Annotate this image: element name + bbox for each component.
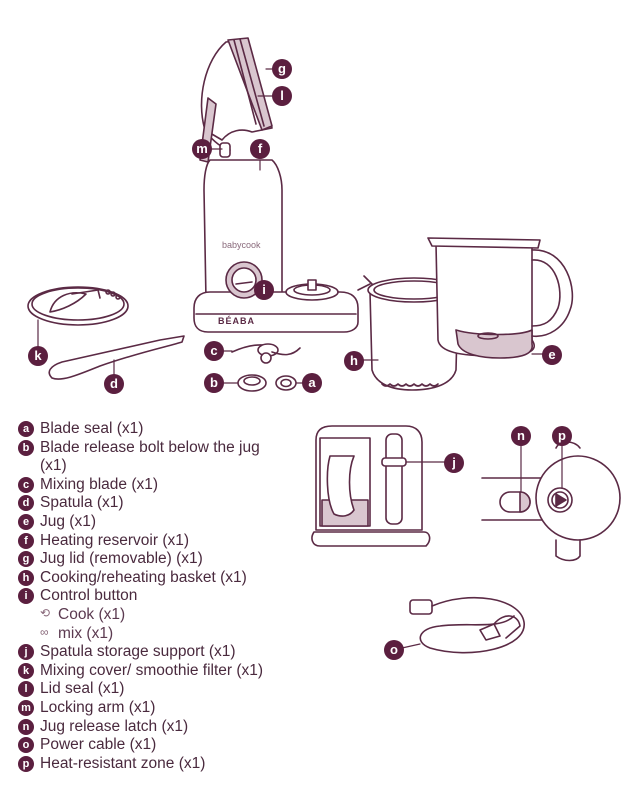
- legend-item-b: b Blade release bolt below the jug: [18, 439, 318, 458]
- spatula-drawing: [48, 335, 185, 380]
- legend-item-m: m Locking arm (x1): [18, 699, 318, 718]
- legend-badge: p: [18, 755, 34, 772]
- legend-item-i: i Control button: [18, 587, 318, 606]
- legend-item-o: o Power cable (x1): [18, 736, 318, 755]
- legend-item-a: a Blade seal (x1): [18, 420, 318, 439]
- blade-seal-drawing: [275, 375, 297, 391]
- legend-badge: c: [18, 476, 34, 493]
- legend-badge: m: [18, 699, 34, 716]
- legend-badge: k: [18, 662, 34, 679]
- callout-e: e: [542, 345, 562, 365]
- legend-badge: a: [18, 421, 34, 437]
- callout-o: o: [384, 640, 404, 660]
- basket-drawing: [357, 275, 461, 391]
- callout-m: m: [192, 139, 212, 159]
- legend-label: Cook (x1): [58, 605, 126, 623]
- legend-label: Jug lid (removable) (x1): [40, 550, 203, 568]
- legend-badge: n: [18, 718, 34, 735]
- cook-steam-icon: ⟲: [40, 605, 51, 620]
- parts-legend: a Blade seal (x1) b Blade release bolt bel…: [18, 420, 318, 773]
- callout-n: n: [511, 426, 531, 446]
- legend-item-d: d Spatula (x1): [18, 494, 318, 513]
- legend-badge: e: [18, 513, 34, 530]
- legend-item-l: l Lid seal (x1): [18, 680, 318, 699]
- callout-p: p: [552, 426, 572, 446]
- callout-d: d: [104, 374, 124, 394]
- callout-g: g: [272, 59, 292, 79]
- mixing-cover-drawing: [27, 286, 129, 326]
- callout-l: l: [272, 86, 292, 106]
- legend-badge: g: [18, 551, 34, 568]
- release-bolt-drawing: [237, 374, 267, 392]
- power-cable-drawing: [409, 596, 525, 654]
- legend-badge: d: [18, 495, 34, 512]
- legend-subitem-mix: ∞ mix (x1): [18, 625, 318, 644]
- legend-item-g: g Jug lid (removable) (x1): [18, 550, 318, 569]
- legend-badge: i: [18, 588, 34, 605]
- legend-label: Cooking/reheating basket (x1): [40, 568, 247, 586]
- callout-a: a: [302, 373, 322, 393]
- legend-label: Mixing cover/ smoothie filter (x1): [40, 661, 264, 679]
- callout-b: b: [204, 373, 224, 393]
- legend-label: Lid seal (x1): [40, 680, 125, 698]
- legend-label: Spatula storage support (x1): [40, 643, 236, 661]
- legend-item-p: p Heat-resistant zone (x1): [18, 755, 318, 774]
- callout-k: k: [28, 346, 48, 366]
- legend-item-k: k Mixing cover/ smoothie filter (x1): [18, 662, 318, 681]
- legend-item-j: j Spatula storage support (x1): [18, 643, 318, 662]
- legend-badge: j: [18, 644, 34, 661]
- jug-drawing: [427, 237, 574, 359]
- mix-blade-icon: ∞: [40, 624, 49, 639]
- legend-badge: b: [18, 439, 34, 456]
- callout-h: h: [344, 351, 364, 371]
- legend-item-n: n Jug release latch (x1): [18, 718, 318, 737]
- legend-item-f: f Heating reservoir (x1): [18, 532, 318, 551]
- legend-label: Blade seal (x1): [40, 420, 144, 437]
- legend-label: Mixing blade (x1): [40, 475, 159, 493]
- legend-label: Heating reservoir (x1): [40, 531, 190, 549]
- callout-j: j: [444, 453, 464, 473]
- brand-label: babycook: [222, 240, 261, 250]
- legend-item-b-cont: (x1): [18, 457, 318, 476]
- base-unit-drawing: [193, 159, 359, 333]
- legend-item-e: e Jug (x1): [18, 513, 318, 532]
- legend-badge: f: [18, 532, 34, 549]
- callout-f: f: [250, 139, 270, 159]
- mixing-blade-drawing: [231, 343, 301, 364]
- legend-label: Power cable (x1): [40, 736, 157, 754]
- assembled-unit-drawing: [311, 425, 431, 547]
- maker-label: BÉABA: [218, 316, 255, 326]
- legend-badge: l: [18, 681, 34, 698]
- legend-label: Spatula (x1): [40, 494, 124, 512]
- jug-lid-drawing: [200, 37, 273, 151]
- legend-subitem-cook: ⟲ Cook (x1): [18, 606, 318, 625]
- latch-closeup-drawing: [481, 441, 621, 562]
- legend-label: Locking arm (x1): [40, 698, 156, 716]
- legend-label: Control button: [40, 587, 138, 605]
- legend-item-c: c Mixing blade (x1): [18, 476, 318, 495]
- callout-c: c: [204, 341, 224, 361]
- legend-badge: o: [18, 737, 34, 754]
- legend-label: Blade release bolt below the jug: [40, 438, 260, 456]
- legend-label: Heat-resistant zone (x1): [40, 754, 206, 772]
- legend-badge: h: [18, 569, 34, 586]
- legend-item-h: h Cooking/reheating basket (x1): [18, 569, 318, 588]
- callout-i: i: [254, 280, 274, 300]
- legend-label: (x1): [40, 457, 67, 475]
- legend-label: mix (x1): [58, 624, 114, 642]
- legend-label: Jug (x1): [40, 512, 96, 530]
- legend-label: Jug release latch (x1): [40, 717, 189, 735]
